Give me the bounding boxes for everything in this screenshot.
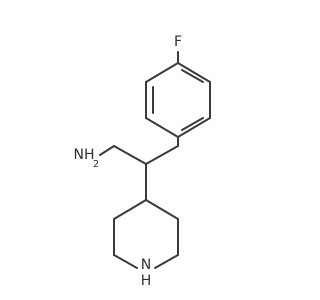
benzene-bond-1 (145, 62, 179, 83)
bond-layer (99, 51, 211, 269)
piperidine-nh-label: H (141, 273, 152, 289)
amine-label: NH (74, 147, 95, 163)
piperidine-bond-4 (154, 254, 179, 269)
structure-canvas: F NH 2 N H (73, 34, 211, 289)
piperidine-bond-1 (113, 199, 147, 220)
benzene-bond-4 (177, 117, 211, 138)
benzene-double-bond-2 (181, 117, 204, 131)
piperidine-nitrogen-label: N (141, 257, 151, 273)
benzene-bond-6 (177, 62, 211, 83)
bond-ch2-ch (145, 145, 179, 165)
atom-label-layer: F NH 2 N H (74, 34, 183, 289)
bond-ch-ch2 (113, 145, 147, 165)
piperidine-bond-3 (113, 254, 138, 269)
bond-ch2-nh2 (99, 145, 115, 156)
piperidine-bond-6 (145, 199, 179, 220)
fluorine-label: F (174, 34, 182, 50)
benzene-double-bond-3 (181, 69, 204, 83)
amine-subscript: 2 (93, 159, 99, 170)
benzene-bond-3 (145, 117, 179, 138)
molecule-structure: F NH 2 N H (74, 34, 211, 289)
